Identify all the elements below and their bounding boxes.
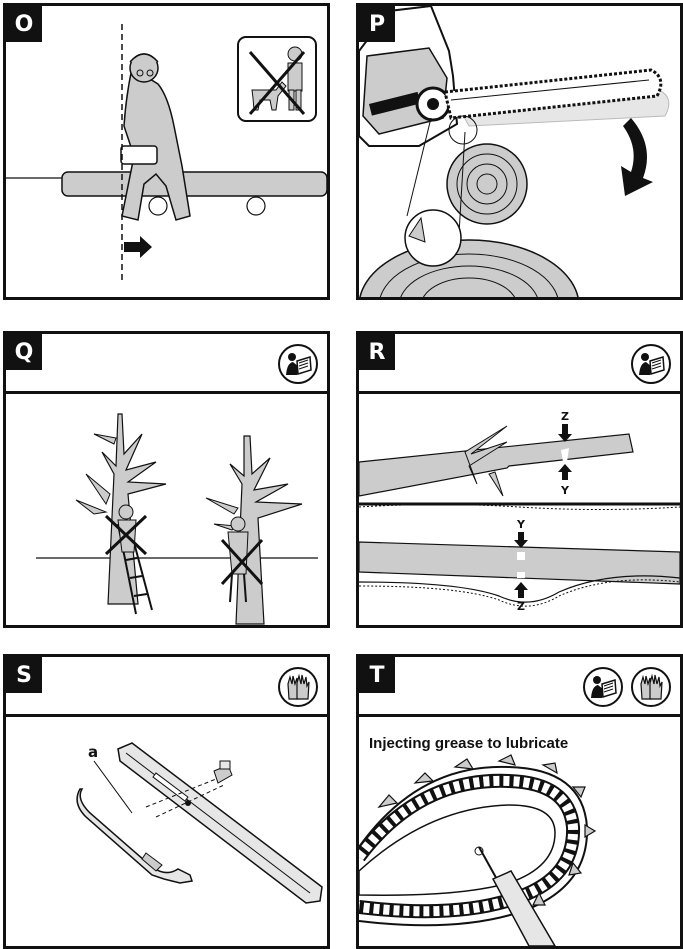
arrow-right-icon: [124, 236, 152, 258]
grease-illustration: [359, 754, 597, 946]
read-manual-icon: [631, 344, 671, 384]
log-end-bottom: [359, 239, 579, 297]
panel-label-t: T: [359, 657, 395, 693]
panel-r: R Z Y Y Z: [356, 331, 683, 628]
panel-q: Q: [3, 331, 330, 628]
svg-text:Y: Y: [516, 518, 526, 531]
panel-header: [6, 657, 327, 717]
log-cutting-illustration: Z Y Y Z: [359, 410, 680, 613]
gloves-icon: [631, 667, 671, 707]
panel-label-r: R: [359, 334, 395, 370]
svg-text:Y: Y: [560, 484, 570, 497]
guide-bar-illustration: a: [76, 742, 323, 904]
svg-text:a: a: [88, 743, 98, 761]
panel-label-q: Q: [6, 334, 42, 370]
read-manual-icon: [278, 344, 318, 384]
log-end-top: [446, 143, 528, 225]
panel-o: O: [3, 3, 330, 300]
panel-header: [6, 334, 327, 394]
tree-right: [205, 435, 303, 625]
panel-p: P: [356, 3, 683, 300]
panel-t: T Injecting grease to lubricate: [356, 654, 683, 949]
grease-caption: Injecting grease to lubricate: [369, 735, 569, 752]
kickback-arrow-icon: [621, 118, 653, 196]
panel-label-s: S: [6, 657, 42, 693]
panel-s: S a: [3, 654, 330, 949]
read-manual-icon: [583, 667, 623, 707]
svg-text:Z: Z: [561, 410, 569, 423]
felling-illustration: [6, 24, 327, 280]
panel-header: [359, 334, 680, 394]
operator-figure: [120, 53, 191, 221]
gloves-icon: [278, 667, 318, 707]
tree-left: [75, 413, 167, 615]
no-climbing-illustration: [36, 413, 318, 625]
panel-header: [359, 657, 680, 717]
kickback-illustration: [359, 6, 670, 297]
svg-text:Z: Z: [517, 600, 525, 613]
no-bystanders-icon: [237, 36, 317, 122]
panel-label-o: O: [6, 6, 42, 42]
panel-label-p: P: [359, 6, 395, 42]
